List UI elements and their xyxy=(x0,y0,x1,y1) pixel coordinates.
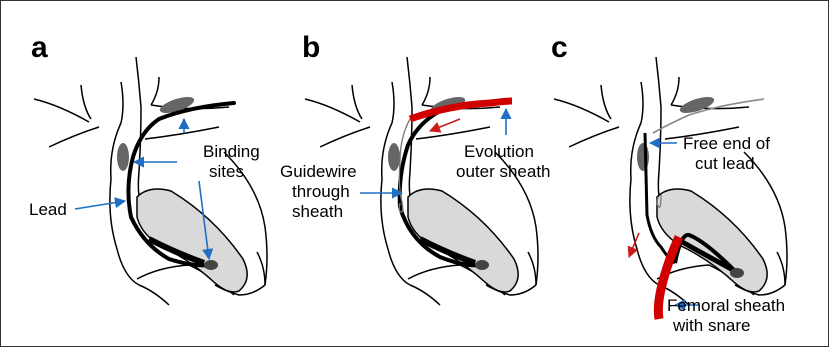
heart-outline-b xyxy=(305,57,538,305)
label-femoral-line1: Femoral sheath xyxy=(667,296,785,315)
panel-letter-c: c xyxy=(551,31,568,64)
label-guidewire-line3: sheath xyxy=(292,202,343,221)
panel-b: b Evolution outer sheath Guidewire throu… xyxy=(280,31,551,305)
binding-site-tip-b xyxy=(475,260,489,270)
heart-outline-a xyxy=(34,57,267,305)
panel-c: c Free end of cut lead Femoral sheath wi… xyxy=(551,31,787,335)
evolution-sheath xyxy=(410,101,512,119)
label-lead: Lead xyxy=(29,200,67,219)
label-binding-line2: sites xyxy=(209,162,244,181)
label-guidewire-line2: through xyxy=(292,182,350,201)
label-femoral-line2: with snare xyxy=(672,316,750,335)
label-evolution-line1: Evolution xyxy=(464,142,534,161)
label-guidewire-line1: Guidewire xyxy=(280,162,357,181)
label-free-end-line1: Free end of xyxy=(683,134,770,153)
arrow-lead xyxy=(75,201,125,209)
label-evolution-line2: outer sheath xyxy=(456,162,551,181)
panel-a: a Binding sites Lead xyxy=(29,31,267,305)
binding-site-tip-c xyxy=(730,268,744,278)
binding-site-tip-a xyxy=(204,260,218,270)
panel-letter-b: b xyxy=(302,31,320,64)
arrow-evolution-direction xyxy=(430,119,460,131)
label-free-end-line2: cut lead xyxy=(695,154,755,173)
label-binding-line1: Binding xyxy=(203,142,260,161)
panel-letter-a: a xyxy=(31,31,48,64)
